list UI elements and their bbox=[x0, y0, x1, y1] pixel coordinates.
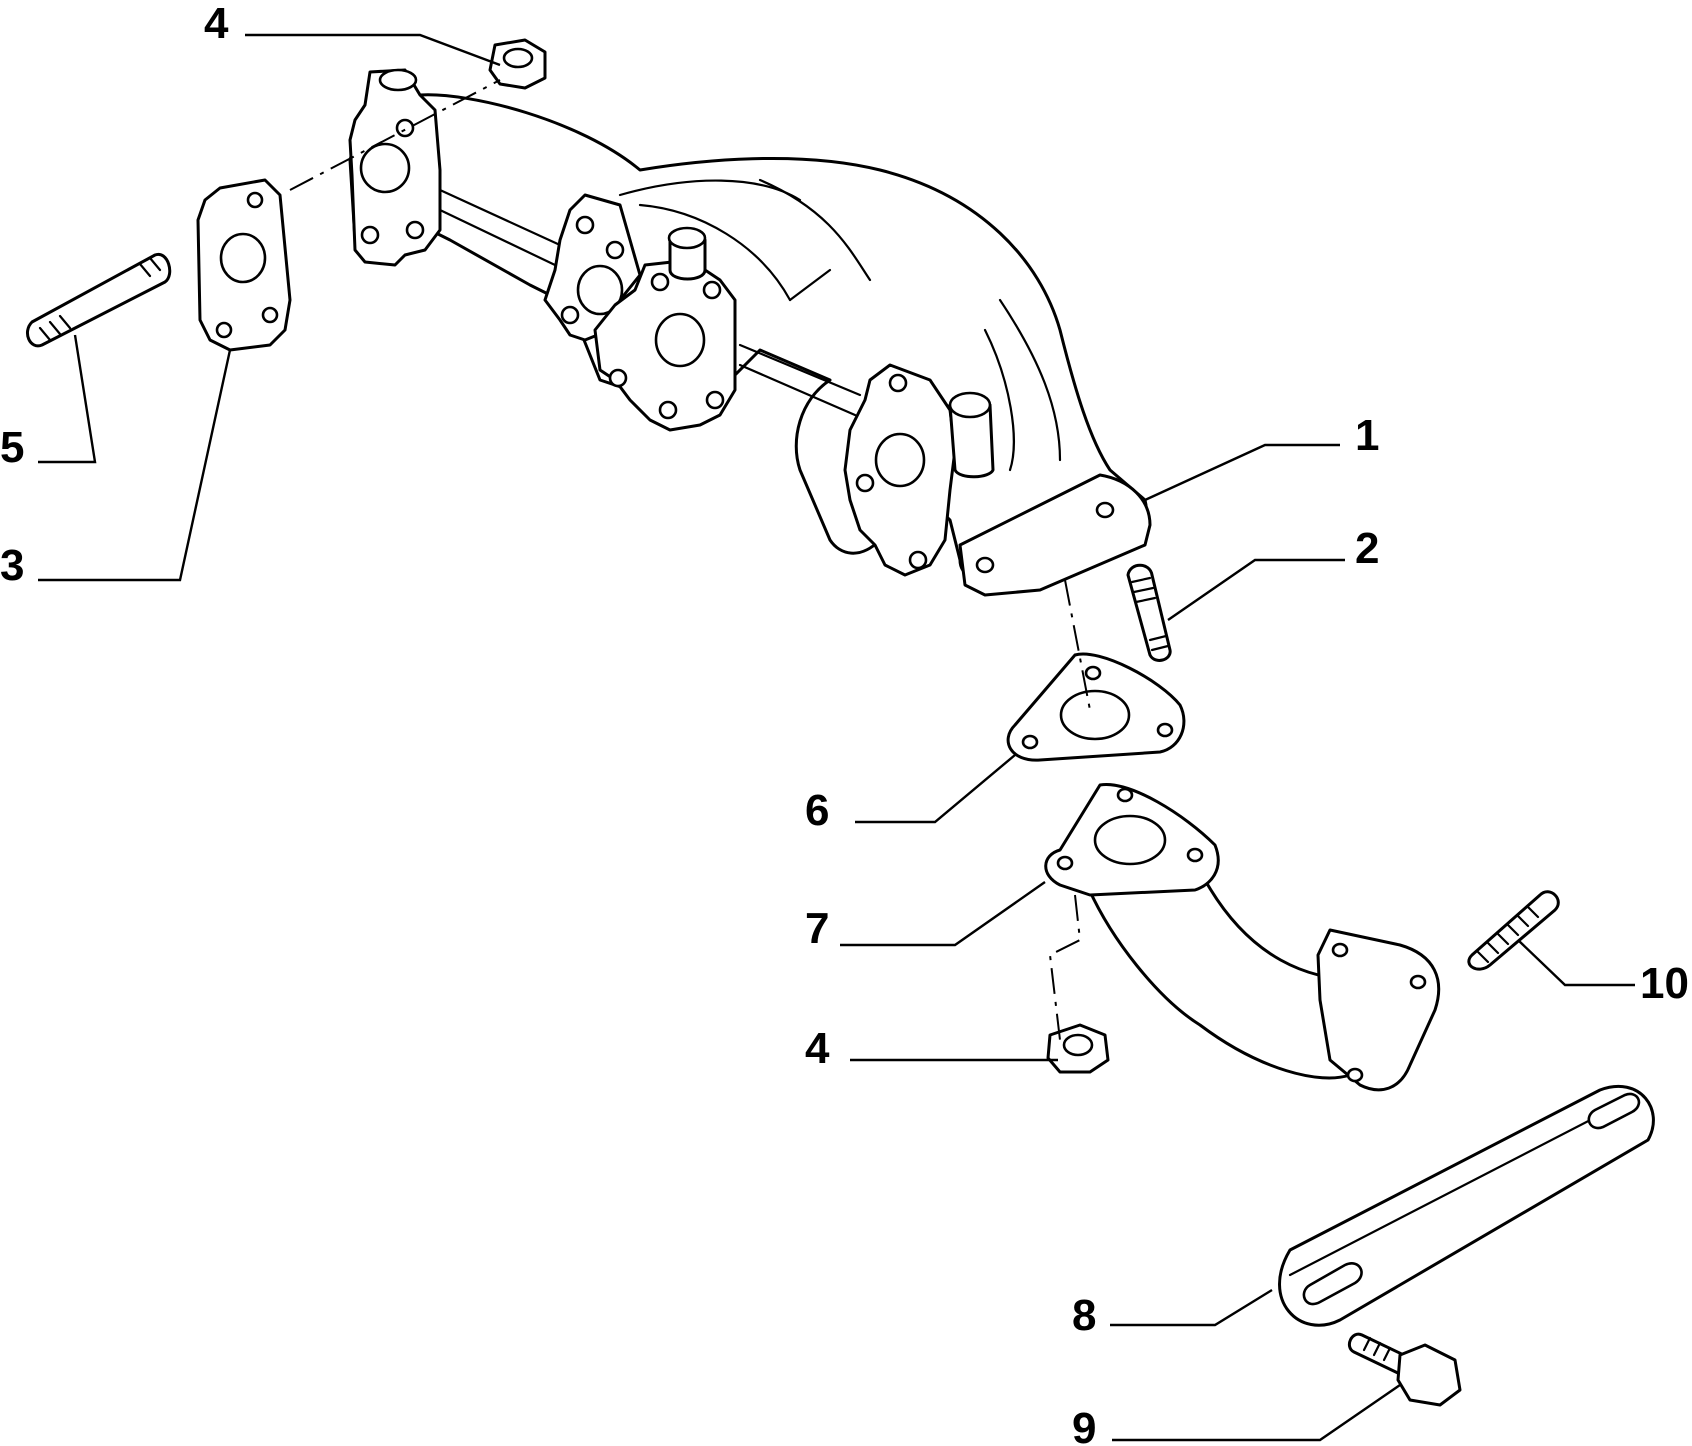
bracket-part-8 bbox=[1278, 1084, 1655, 1327]
down-pipe-part-7 bbox=[1044, 783, 1441, 1092]
leader-4-top bbox=[245, 33, 501, 67]
leader-3 bbox=[38, 349, 232, 582]
leader-1 bbox=[1144, 443, 1340, 502]
leader-8 bbox=[1110, 1288, 1273, 1327]
exhaust-manifold-part-1 bbox=[348, 68, 1152, 597]
stud-part-10 bbox=[1467, 890, 1560, 971]
callout-10: 10 bbox=[1640, 959, 1689, 1008]
bolt-part-9 bbox=[1348, 1332, 1462, 1407]
callout-2: 2 bbox=[1355, 524, 1379, 573]
callout-7: 7 bbox=[805, 904, 829, 953]
callout-4-top: 4 bbox=[204, 0, 229, 48]
leader-7 bbox=[840, 881, 1046, 947]
callout-4-bottom: 4 bbox=[805, 1024, 830, 1073]
gasket-part-3 bbox=[196, 178, 292, 352]
stud-part-2 bbox=[1126, 563, 1172, 662]
leader-9 bbox=[1112, 1384, 1401, 1442]
leader-5 bbox=[38, 334, 97, 464]
callout-1: 1 bbox=[1355, 411, 1379, 460]
assembly-center-lines bbox=[289, 79, 1091, 1041]
nut-part-4-bottom bbox=[1046, 1023, 1110, 1074]
leader-6 bbox=[855, 754, 1016, 824]
leader-2 bbox=[1167, 558, 1345, 621]
stud-part-5 bbox=[26, 252, 172, 348]
callout-9: 9 bbox=[1072, 1404, 1096, 1446]
leader-10 bbox=[1517, 939, 1635, 987]
leader-lines bbox=[38, 33, 1635, 1442]
callout-5: 5 bbox=[0, 423, 24, 472]
callout-8: 8 bbox=[1072, 1291, 1096, 1340]
callout-3: 3 bbox=[0, 541, 24, 590]
nut-part-4-top bbox=[488, 38, 547, 90]
gasket-part-6 bbox=[1006, 652, 1186, 762]
callout-6: 6 bbox=[805, 786, 829, 835]
